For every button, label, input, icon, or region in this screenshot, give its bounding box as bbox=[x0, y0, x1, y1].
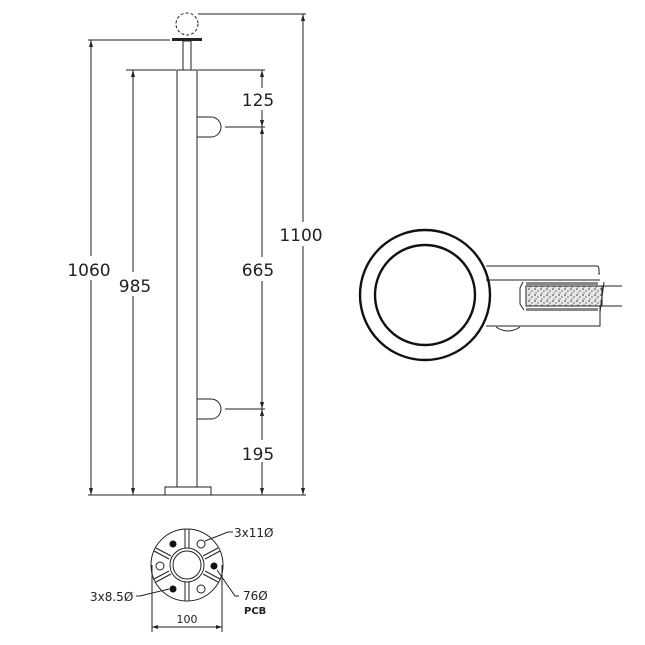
dim-125: 125 bbox=[242, 91, 274, 111]
label-pcd: 76Ø bbox=[243, 589, 268, 603]
label-small-holes: 3x8.5Ø bbox=[90, 590, 133, 604]
dim-985: 985 bbox=[119, 277, 151, 297]
base-plate bbox=[164, 486, 212, 496]
hole-small bbox=[169, 585, 177, 593]
dim-100: 100 bbox=[177, 613, 198, 626]
dimension-lines bbox=[80, 13, 324, 496]
upper-bracket bbox=[197, 116, 222, 138]
stem bbox=[182, 40, 192, 71]
hole-large bbox=[196, 584, 206, 594]
ball-finial bbox=[175, 12, 199, 36]
label-large-holes: 3x11Ø bbox=[234, 526, 273, 540]
post-tube bbox=[176, 69, 198, 488]
lower-bracket bbox=[197, 398, 222, 420]
label-pcd-note: PCB bbox=[244, 606, 266, 617]
post-section-with-clamp bbox=[358, 228, 622, 362]
dim-195: 195 bbox=[242, 445, 274, 465]
dim-1060: 1060 bbox=[67, 261, 110, 281]
flange-tube-outer bbox=[169, 547, 205, 583]
flange-tube-inner bbox=[172, 550, 202, 580]
glass-panel bbox=[525, 285, 603, 307]
base-flange-plan bbox=[136, 528, 239, 632]
post-elevation bbox=[164, 12, 222, 496]
dim-665: 665 bbox=[242, 261, 274, 281]
post-outer-circle bbox=[358, 228, 492, 362]
dim-1100: 1100 bbox=[279, 226, 322, 246]
top-plate bbox=[172, 38, 202, 41]
hole-small bbox=[210, 562, 218, 570]
hole-large bbox=[155, 561, 165, 571]
flange-outer bbox=[150, 528, 224, 602]
hole-small bbox=[169, 540, 177, 548]
post-inner-circle bbox=[373, 243, 477, 347]
hole-large bbox=[196, 539, 206, 549]
